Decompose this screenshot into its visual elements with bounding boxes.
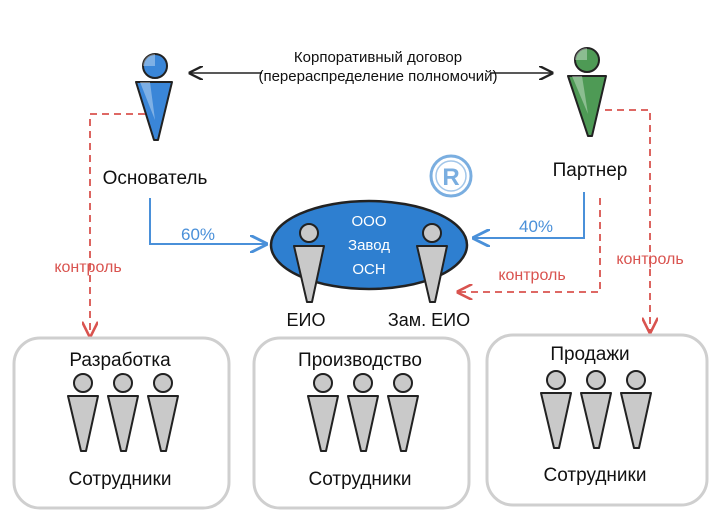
founder-share-line — [149, 198, 266, 244]
founder-share-label: 60% — [181, 225, 215, 244]
agreement-title: Корпоративный договор — [294, 49, 462, 66]
employee-figure — [147, 373, 179, 452]
employee-figure — [580, 370, 612, 449]
employee-figure — [387, 373, 419, 452]
department-name: Разработка — [69, 350, 171, 371]
department-staff-label: Сотрудники — [544, 465, 647, 486]
staff-figures — [67, 370, 652, 452]
employee-figure — [307, 373, 339, 452]
partner-share-label: 40% — [519, 217, 553, 236]
deputy-ceo-label: Зам. ЕИО — [388, 310, 470, 330]
company-name-line3: ОСН — [352, 261, 385, 278]
partner-ceo-control-label: контроль — [498, 267, 565, 284]
founder-control-label: контроль — [54, 259, 121, 276]
department-name: Продажи — [550, 344, 629, 365]
founder-figure — [135, 53, 173, 141]
ceo-figure — [293, 223, 325, 303]
agreement-subtitle: (перераспределение полномочий) — [258, 68, 497, 85]
company-name-line2: Завод — [348, 237, 390, 254]
founder-control-line — [90, 113, 145, 336]
ceo-label: ЕИО — [287, 310, 326, 330]
employee-figure — [347, 373, 379, 452]
svg-text:R: R — [442, 164, 459, 191]
employee-figure — [107, 373, 139, 452]
employee-figure — [540, 370, 572, 449]
company-name-line1: ООО — [351, 213, 386, 230]
department-staff-label: Сотрудники — [69, 469, 172, 490]
deputy-ceo-figure — [416, 223, 448, 303]
founder-label: Основатель — [103, 168, 208, 189]
employee-figure — [620, 370, 652, 449]
partner-share-line — [474, 192, 585, 238]
registered-mark-icon: R — [429, 154, 473, 198]
employee-figure — [67, 373, 99, 452]
department-staff-label: Сотрудники — [309, 469, 412, 490]
partner-figure — [567, 47, 607, 137]
partner-sales-control-line — [605, 109, 650, 332]
partner-label: Партнер — [553, 160, 628, 181]
partner-sales-control-label: контроль — [616, 251, 683, 268]
department-name: Производство — [298, 350, 422, 371]
